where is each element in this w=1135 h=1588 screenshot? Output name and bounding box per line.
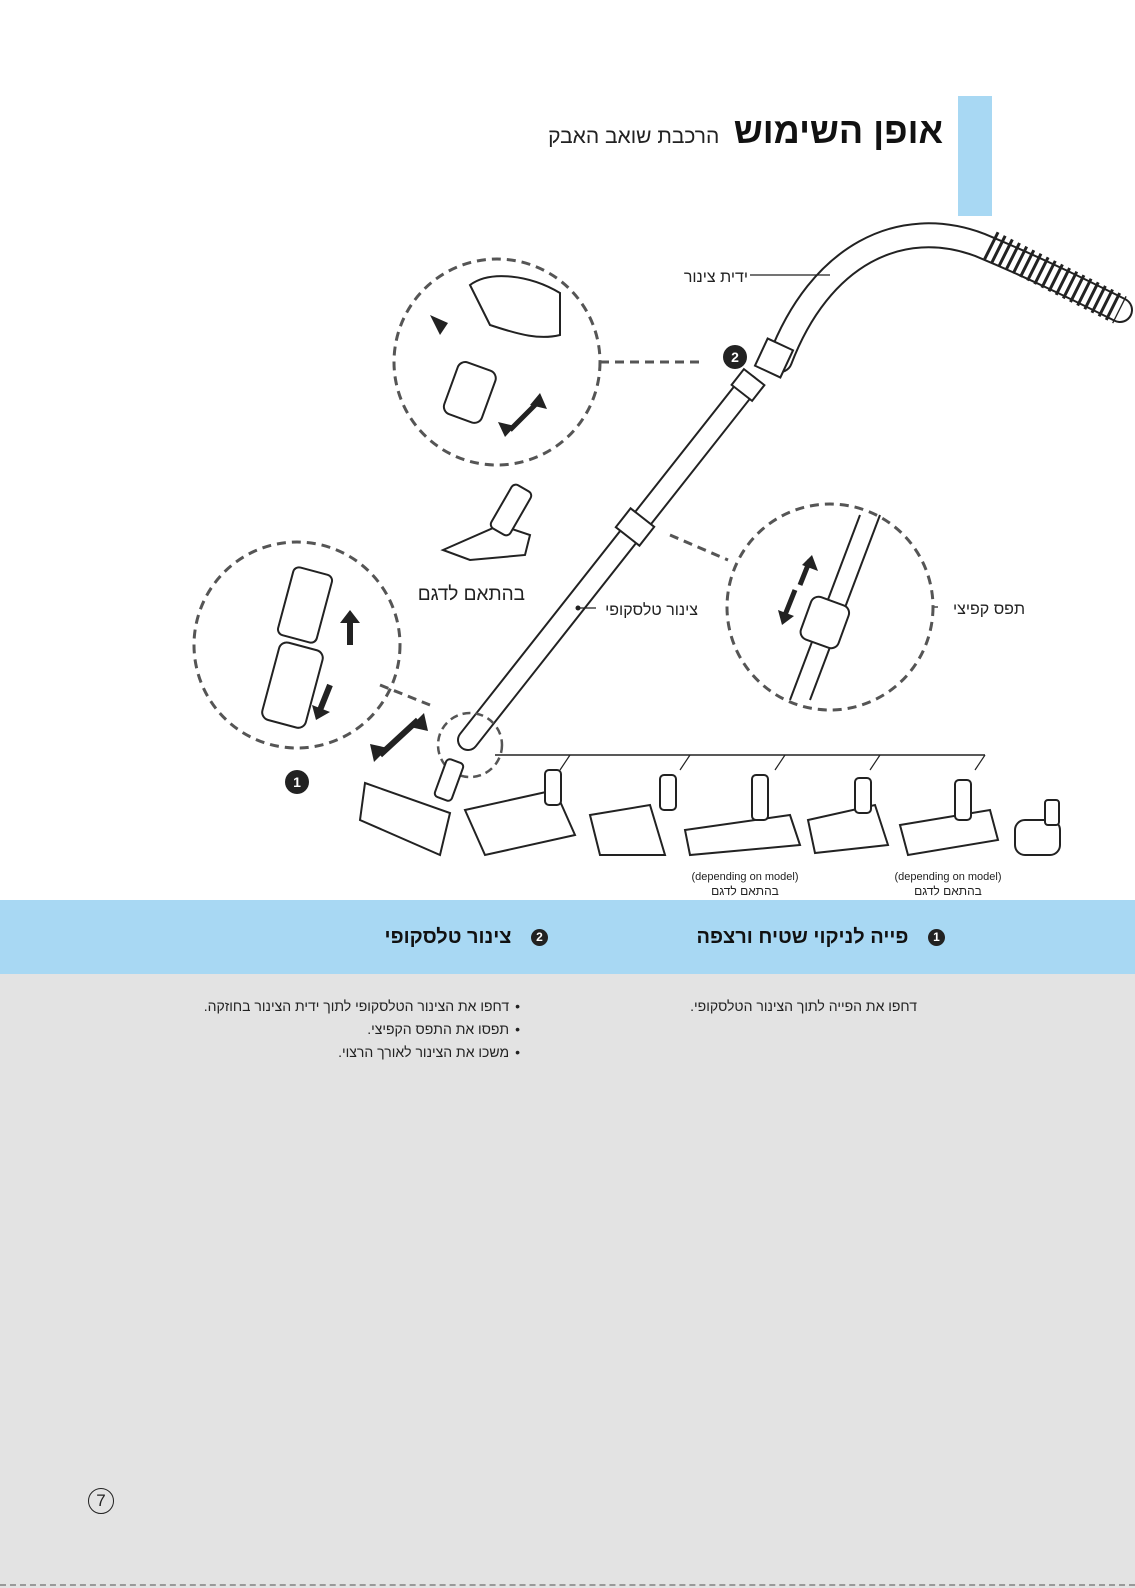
nozzle-1 <box>358 781 452 857</box>
telescopic-tube-illustration <box>457 367 766 751</box>
nozzle-4 <box>683 813 802 857</box>
section-1-body: דחפו את הפייה לתוך הצינור הטלסקופי. <box>690 998 917 1014</box>
section-2-number: 2 <box>531 929 548 947</box>
section-2-bullets: דחפו את הצינור הטלסקופי לתוך ידית הצינור… <box>204 998 520 1067</box>
header-accent-bar <box>958 96 992 216</box>
page-header: אופן השימוש הרכבת שואב האבק <box>548 110 943 152</box>
content-background <box>0 974 1135 1588</box>
step-2-number: 2 <box>731 349 739 365</box>
section-2-bullet: משכו את הצינור לאורך הרצוי. <box>204 1044 520 1060</box>
page-title: אופן השימוש <box>733 110 943 151</box>
telescopic-tube-label: צינור טלסקופי <box>605 601 698 619</box>
step-1-marker <box>285 770 309 794</box>
nozzle-3 <box>588 803 667 856</box>
nozzle-6 <box>898 808 1000 857</box>
model-dependent-nozzle-illustration <box>440 483 533 562</box>
section-2-bullet: דחפו את הצינור הטלסקופי לתוך ידית הצינור… <box>204 998 520 1014</box>
section-1-heading: 1 פייה לניקוי שטיח ורצפה <box>696 926 945 949</box>
step-2-marker <box>723 345 747 369</box>
assembly-diagram: ידית צינור צינור טלסקופי תפס קפיצי בהתאם… <box>192 222 1133 898</box>
page-number: 7 <box>88 1488 114 1514</box>
nozzle-2 <box>463 788 577 857</box>
section-2-bullet: תפסו את התפס הקפיצי. <box>204 1021 520 1037</box>
hose-illustration <box>753 222 1133 379</box>
spring-catch-label: תפס קפיצי <box>953 601 1025 618</box>
section-header-band <box>0 900 1135 974</box>
model-note-1-he: בהתאם לדגם <box>711 884 779 898</box>
page-subtitle: הרכבת שואב האבק <box>548 125 720 148</box>
page-bottom-edge <box>0 1584 1135 1586</box>
detail-circle-nozzle-connection <box>192 540 431 750</box>
step-1-number: 1 <box>293 774 301 790</box>
section-2-heading: 2 צינור טלסקופי <box>385 926 548 949</box>
model-note-1-en: (depending on model) <box>691 871 798 883</box>
nozzle-5 <box>806 803 890 855</box>
model-note-2-en: (depending on model) <box>894 871 1001 883</box>
section-1-number: 1 <box>928 929 945 947</box>
nozzle-7 <box>1014 819 1061 856</box>
section-2-title: צינור טלסקופי <box>384 926 512 948</box>
detail-circle-telescopic-hose <box>392 257 705 467</box>
model-dependent-label: בהתאם לדגם <box>418 584 525 605</box>
nozzle-lineup <box>358 758 1061 857</box>
hose-handle-label: ידית צינור <box>684 269 748 286</box>
nozzle-joint-highlight <box>436 711 504 779</box>
model-note-2-he: בהתאם לדגם <box>914 884 982 898</box>
section-1-title: פייה לניקוי שטיח ורצפה <box>696 926 909 948</box>
detail-circle-spring-catch <box>669 502 935 712</box>
